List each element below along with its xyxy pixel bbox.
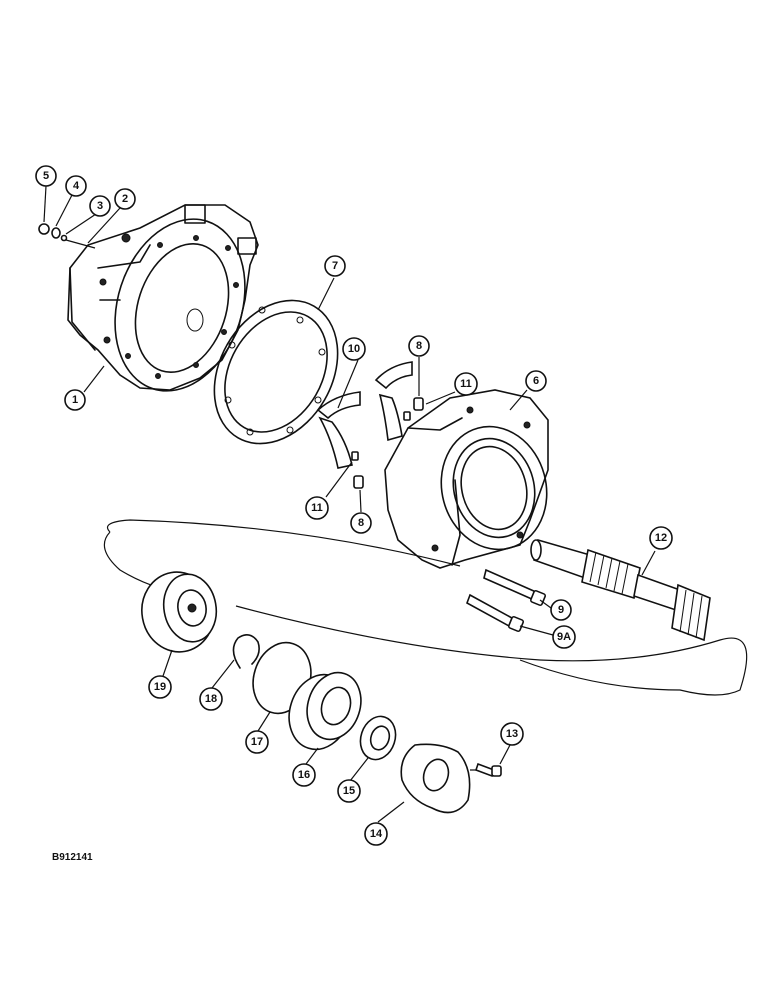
callout-label: 19 — [154, 681, 166, 693]
callout-label: 1 — [72, 394, 78, 406]
callout-17: 17 — [245, 730, 269, 754]
callout-label: 8 — [416, 340, 422, 352]
output-shaft — [530, 538, 711, 642]
callout-label: 13 — [506, 728, 518, 740]
callout-1: 1 — [64, 389, 86, 411]
plug-and-seal-parts — [38, 223, 96, 249]
callout-8-lower: 8 — [350, 512, 372, 534]
callout-label: 10 — [348, 343, 360, 355]
callout-15: 15 — [337, 779, 361, 803]
cap-screws — [466, 568, 547, 633]
callout-11-lower: 11 — [305, 496, 329, 520]
callout-8-upper: 8 — [408, 335, 430, 357]
callout-label: 7 — [332, 260, 338, 272]
dowel-pins — [351, 397, 424, 489]
callout-label: 9 — [558, 604, 564, 616]
snap-ring — [232, 634, 260, 669]
callout-4: 4 — [65, 175, 87, 197]
motor-housing — [67, 204, 259, 392]
leader-lines — [43, 185, 656, 823]
callout-18: 18 — [199, 687, 223, 711]
callout-11-upper: 11 — [454, 372, 478, 396]
callout-10: 10 — [342, 337, 366, 361]
callout-3: 3 — [89, 195, 111, 217]
gasket — [213, 299, 339, 445]
callout-label: 17 — [251, 736, 263, 748]
callout-label: 14 — [370, 828, 383, 840]
callout-label: 15 — [343, 785, 355, 797]
figure-id: B912141 — [52, 852, 93, 863]
callout-label: 9A — [557, 631, 571, 643]
shaft-seal — [359, 715, 397, 761]
callout-9a: 9A — [552, 625, 576, 649]
callout-label: 18 — [205, 693, 217, 705]
callout-2: 2 — [114, 188, 136, 210]
callout-5: 5 — [35, 165, 57, 187]
callout-12: 12 — [649, 526, 673, 550]
callout-label: 6 — [533, 375, 539, 387]
end-housing — [384, 389, 549, 569]
callout-19: 19 — [148, 675, 172, 699]
callout-label: 12 — [655, 532, 667, 544]
callout-label: 16 — [298, 769, 310, 781]
callout-16: 16 — [292, 763, 316, 787]
callout-label: 4 — [73, 180, 80, 192]
callout-label: 8 — [358, 517, 364, 529]
callout-label: 3 — [97, 200, 103, 212]
callout-7: 7 — [324, 255, 346, 277]
callout-14: 14 — [364, 822, 388, 846]
callout-label: 2 — [122, 193, 128, 205]
callout-9: 9 — [550, 599, 572, 621]
callout-label: 11 — [460, 378, 472, 390]
assembly-loop-line — [103, 519, 748, 696]
callout-6: 6 — [525, 370, 547, 392]
ball-bearing — [141, 571, 218, 653]
retainer-plate — [400, 743, 492, 814]
callout-13: 13 — [500, 722, 524, 746]
plate-screw — [474, 762, 502, 778]
callout-label: 5 — [43, 170, 49, 182]
seal-carrier — [288, 671, 362, 751]
callout-label: 11 — [311, 502, 323, 514]
